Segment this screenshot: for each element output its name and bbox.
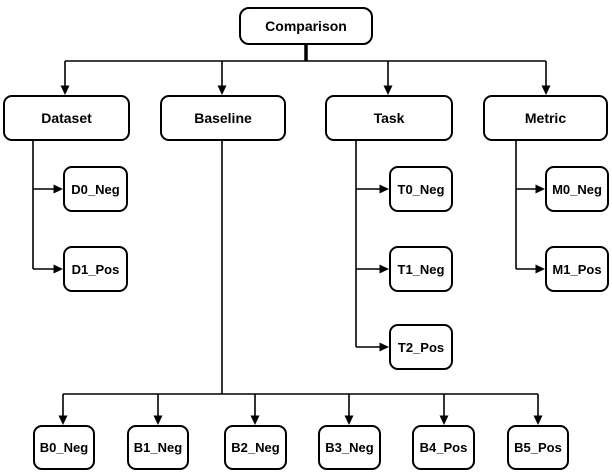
- node-t0-neg: T0_Neg: [389, 166, 453, 212]
- arrowhead-right-icon: [535, 184, 545, 194]
- node-b2-neg: B2_Neg: [224, 425, 287, 470]
- edge-root-to-bus: [60, 44, 551, 95]
- arrowhead-down-icon: [533, 415, 543, 425]
- node-b1-neg: B1_Neg: [127, 425, 189, 470]
- node-m0-neg: M0_Neg: [545, 166, 609, 212]
- arrowhead-down-icon: [383, 85, 393, 95]
- arrowhead-down-icon: [541, 85, 551, 95]
- node-b5-pos: B5_Pos: [507, 425, 569, 470]
- node-t1-neg: T1_Neg: [389, 246, 453, 292]
- edges-metric-children: [515, 141, 545, 274]
- arrowhead-right-icon: [379, 184, 389, 194]
- arrowhead-down-icon: [344, 415, 354, 425]
- arrowhead-right-icon: [379, 342, 389, 352]
- arrowhead-right-icon: [53, 184, 63, 194]
- arrowhead-down-icon: [439, 415, 449, 425]
- node-metric: Metric: [483, 95, 608, 141]
- arrowhead-down-icon: [60, 85, 70, 95]
- node-dataset: Dataset: [3, 95, 130, 141]
- arrowhead-down-icon: [217, 85, 227, 95]
- node-m1-pos: M1_Pos: [545, 246, 609, 292]
- node-d0-neg: D0_Neg: [63, 166, 128, 212]
- edges-baseline-children: [58, 141, 543, 425]
- edges-task-children: [355, 141, 389, 352]
- arrowhead-down-icon: [58, 415, 68, 425]
- node-d1-pos: D1_Pos: [63, 246, 128, 292]
- arrowhead-down-icon: [250, 415, 260, 425]
- node-comparison: Comparison: [239, 7, 373, 45]
- node-b3-neg: B3_Neg: [318, 425, 381, 470]
- node-b0-neg: B0_Neg: [33, 425, 95, 470]
- node-b4-pos: B4_Pos: [412, 425, 475, 470]
- arrowhead-down-icon: [153, 415, 163, 425]
- arrowhead-right-icon: [53, 264, 63, 274]
- node-t2-pos: T2_Pos: [389, 324, 453, 370]
- arrowhead-right-icon: [379, 264, 389, 274]
- edges-dataset-children: [32, 141, 63, 274]
- arrowhead-right-icon: [535, 264, 545, 274]
- node-task: Task: [325, 95, 453, 141]
- node-baseline: Baseline: [160, 95, 286, 141]
